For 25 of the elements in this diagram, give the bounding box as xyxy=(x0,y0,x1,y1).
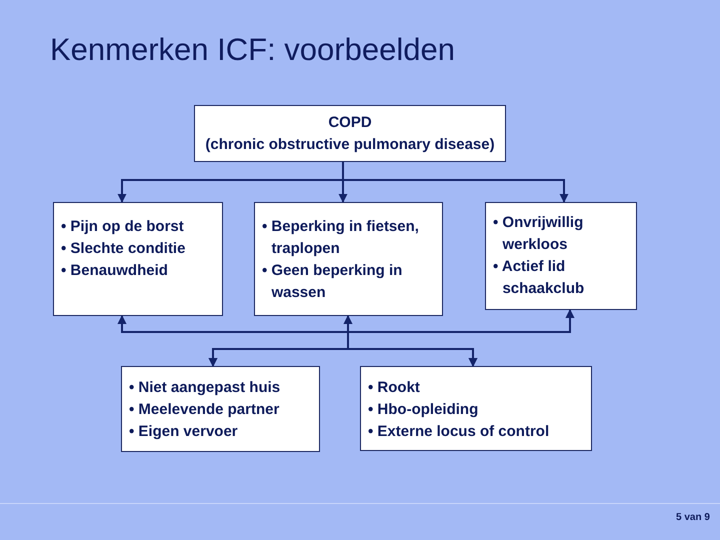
arrow xyxy=(347,309,574,367)
bullet-item: • Externe locus of control xyxy=(368,422,550,442)
bullet-item: • Beperking in fietsen, traplopen xyxy=(262,217,420,259)
bullet-item: • Meelevende partner xyxy=(129,400,280,420)
bullet-item: • Hbo-opleiding xyxy=(368,400,480,420)
text-box xyxy=(194,105,506,162)
bullet-item: • Actief lid schaakclub xyxy=(493,257,586,299)
bullet-item: • Rookt xyxy=(368,378,421,398)
box-heading: COPD xyxy=(327,113,373,133)
arrow xyxy=(342,162,568,203)
bullet-item: • Geen beperking in wassen xyxy=(262,261,404,303)
text-box xyxy=(254,202,443,316)
text-box xyxy=(121,366,320,452)
page-number: 5 van 9 xyxy=(676,511,710,524)
text-box xyxy=(485,202,637,310)
bullet-item: • Eigen vervoer xyxy=(129,422,239,442)
text-box xyxy=(360,366,592,451)
box-text: (chronic obstructive pulmonary disease) xyxy=(204,135,496,155)
bullet-item: • Benauwdheid xyxy=(61,261,169,281)
slide-title: Kenmerken ICF: voorbeelden xyxy=(50,31,455,69)
bullet-item: • Pijn op de borst xyxy=(61,217,185,237)
bullet-item: • Niet aangepast huis xyxy=(129,378,282,398)
bullet-item: • Onvrijwillig werkloos xyxy=(493,213,584,255)
bullet-item: • Slechte conditie xyxy=(61,239,186,259)
text-box xyxy=(53,202,223,316)
